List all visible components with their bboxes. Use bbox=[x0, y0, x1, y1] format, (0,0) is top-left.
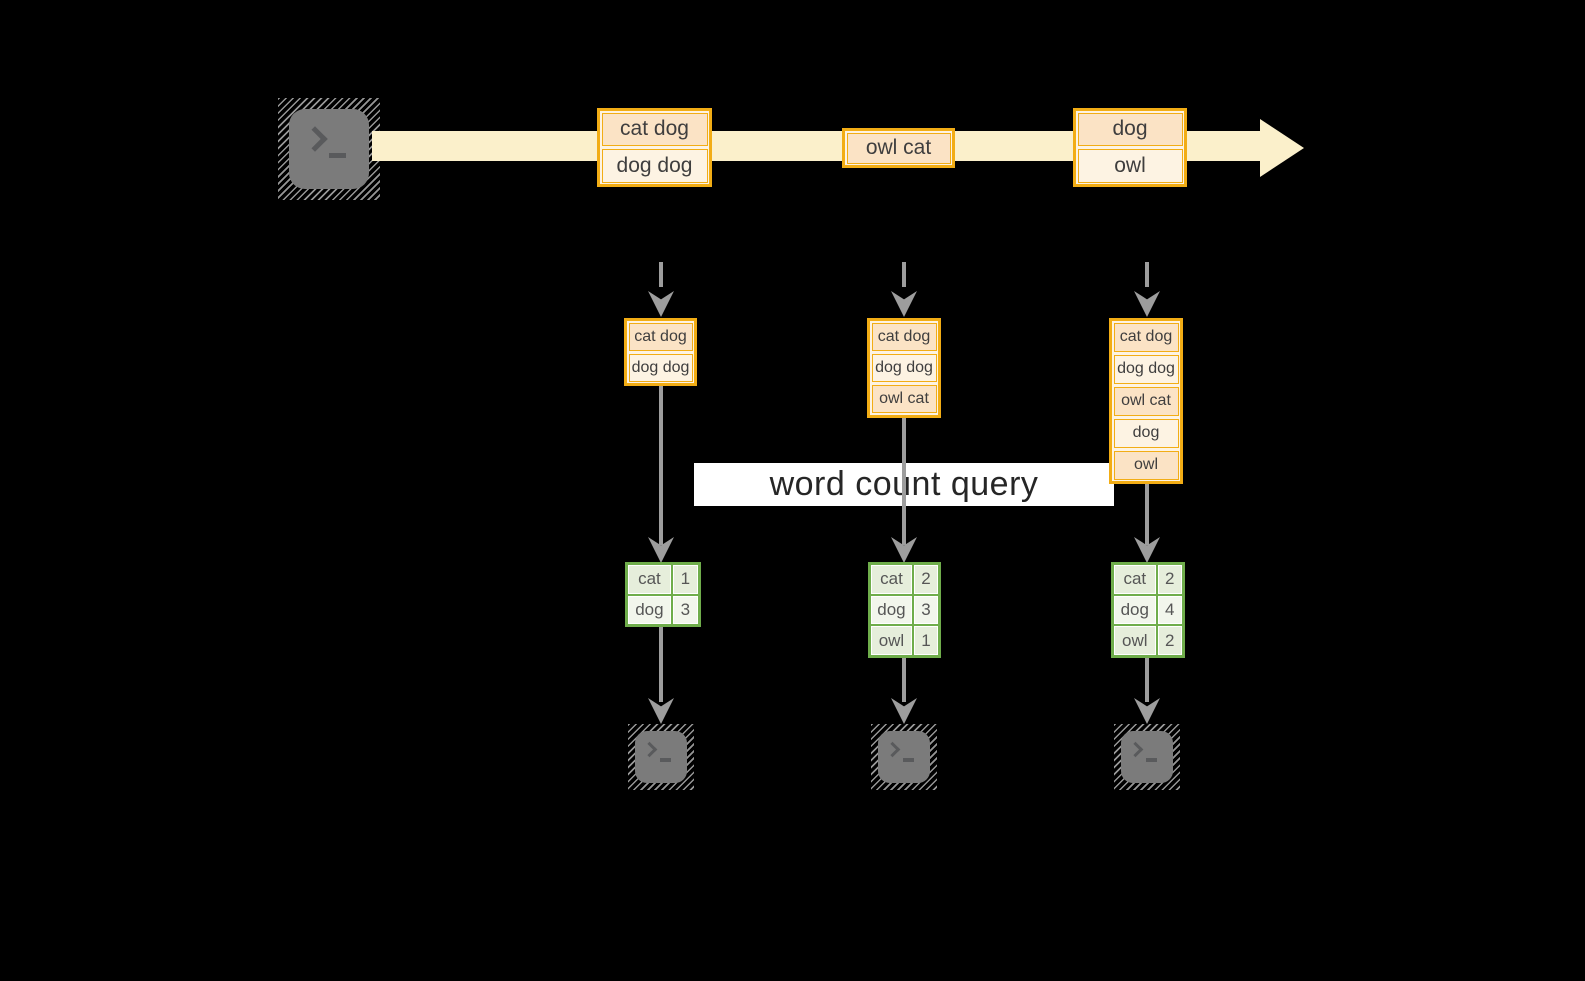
count-row: dog 4 bbox=[1114, 595, 1182, 625]
stream-event-batch-2: owl cat bbox=[842, 128, 955, 168]
buffered-record: cat dog bbox=[628, 322, 693, 351]
count-value: 2 bbox=[913, 565, 938, 594]
count-word: owl bbox=[871, 626, 912, 656]
count-value: 3 bbox=[913, 595, 938, 625]
ingest-arrowhead-1 bbox=[648, 291, 674, 317]
count-value: 2 bbox=[1157, 626, 1182, 656]
buffered-record: dog dog bbox=[1113, 354, 1179, 384]
count-word: dog bbox=[871, 595, 912, 625]
buffered-record: owl cat bbox=[871, 385, 937, 414]
count-value: 3 bbox=[672, 595, 698, 624]
sink-terminal-icon-1 bbox=[635, 731, 687, 783]
count-value: 4 bbox=[1157, 595, 1182, 625]
ingest-arrowhead-3 bbox=[1134, 291, 1160, 317]
buffered-record: cat dog bbox=[871, 322, 937, 351]
output-arrow-line-1 bbox=[659, 627, 663, 702]
count-table-2: cat 2 dog 3 owl 1 bbox=[868, 562, 941, 658]
buffered-record: dog dog bbox=[871, 353, 937, 383]
count-value: 2 bbox=[1157, 565, 1182, 594]
terminal-prompt-chevron-icon bbox=[1127, 741, 1144, 758]
stream-event-batch-1: cat dog dog dog bbox=[597, 108, 712, 187]
record-buffer-2: cat dog dog dog owl cat bbox=[867, 318, 941, 418]
count-row: owl 2 bbox=[1114, 626, 1182, 656]
buffered-record: cat dog bbox=[1113, 322, 1179, 352]
stream-arrowhead bbox=[1260, 119, 1304, 177]
count-value: 1 bbox=[913, 626, 938, 656]
count-word: dog bbox=[1114, 595, 1156, 625]
count-value: 1 bbox=[672, 565, 698, 594]
count-row: owl 1 bbox=[871, 626, 938, 656]
count-word: cat bbox=[628, 565, 671, 594]
ingest-arrowhead-2 bbox=[891, 291, 917, 317]
stream-record: owl bbox=[1077, 149, 1183, 183]
count-word: owl bbox=[1114, 626, 1156, 656]
query-arrow-line-1 bbox=[659, 384, 663, 545]
output-arrow-line-2 bbox=[902, 658, 906, 702]
count-row: cat 1 bbox=[628, 565, 698, 594]
sink-terminal-icon-3 bbox=[1121, 731, 1173, 783]
stream-event-batch-3: dog owl bbox=[1073, 108, 1187, 187]
count-word: cat bbox=[871, 565, 912, 594]
count-table-3: cat 2 dog 4 owl 2 bbox=[1111, 562, 1185, 658]
terminal-prompt-underscore-icon bbox=[329, 153, 346, 158]
query-arrow-line-2 bbox=[902, 416, 906, 545]
sink-terminal-icon-2 bbox=[878, 731, 930, 783]
terminal-prompt-chevron-icon bbox=[302, 126, 328, 152]
count-row: dog 3 bbox=[871, 595, 938, 625]
terminal-prompt-chevron-icon bbox=[884, 741, 901, 758]
terminal-prompt-underscore-icon bbox=[903, 758, 914, 762]
query-arrow-line-3 bbox=[1145, 482, 1149, 545]
stream-record: dog dog bbox=[601, 149, 708, 183]
count-row: cat 2 bbox=[1114, 565, 1182, 594]
record-buffer-3: cat dog dog dog owl cat dog owl bbox=[1109, 318, 1183, 484]
terminal-prompt-underscore-icon bbox=[660, 758, 671, 762]
ingest-arrow-dash-1 bbox=[659, 262, 663, 287]
count-row: dog 3 bbox=[628, 595, 698, 624]
ingest-arrow-dash-2 bbox=[902, 262, 906, 287]
buffered-record: dog bbox=[1113, 418, 1179, 448]
buffered-record: dog dog bbox=[628, 353, 693, 382]
count-word: cat bbox=[1114, 565, 1156, 594]
stream-record: owl cat bbox=[846, 132, 951, 164]
source-terminal-icon bbox=[289, 109, 369, 189]
terminal-prompt-underscore-icon bbox=[1146, 758, 1157, 762]
record-buffer-1: cat dog dog dog bbox=[624, 318, 697, 386]
stream-record: cat dog bbox=[601, 112, 708, 146]
terminal-prompt-chevron-icon bbox=[641, 741, 658, 758]
ingest-arrow-dash-3 bbox=[1145, 262, 1149, 287]
count-word: dog bbox=[628, 595, 671, 624]
count-row: cat 2 bbox=[871, 565, 938, 594]
buffered-record: owl cat bbox=[1113, 386, 1179, 416]
stream-record: dog bbox=[1077, 112, 1183, 146]
output-arrow-line-3 bbox=[1145, 658, 1149, 702]
buffered-record: owl bbox=[1113, 450, 1179, 480]
count-table-1: cat 1 dog 3 bbox=[625, 562, 701, 627]
